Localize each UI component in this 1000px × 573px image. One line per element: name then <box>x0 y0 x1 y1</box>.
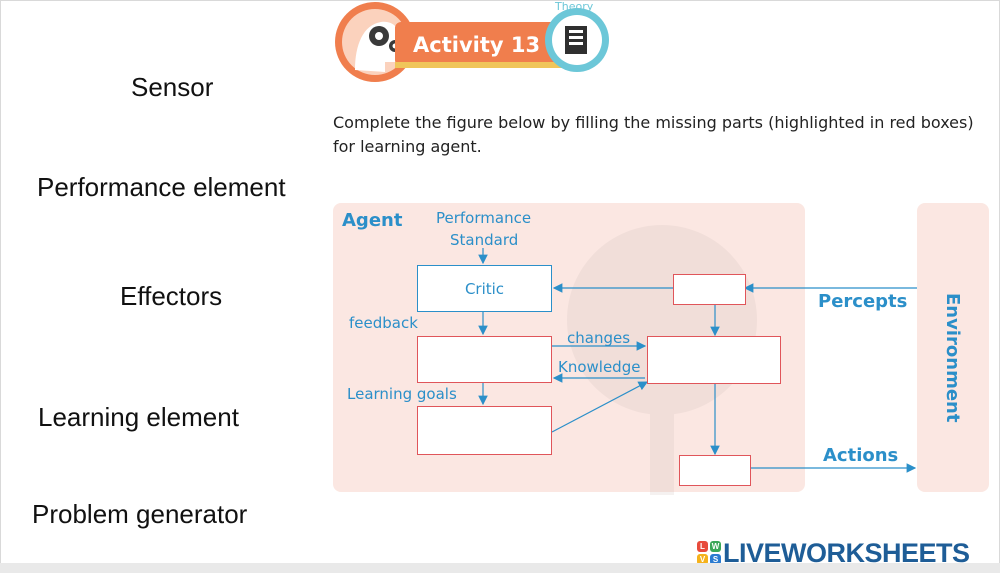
environment-label-wrap: Environment <box>942 293 963 422</box>
drop-box-sensor[interactable] <box>673 274 746 305</box>
actions-label: Actions <box>823 445 899 466</box>
liveworksheets-logo: L W V S LIVEWORKSHEETS <box>697 537 970 569</box>
drop-box-performance-element[interactable] <box>647 336 781 384</box>
critic-box: Critic <box>417 265 552 312</box>
drag-word-performance-element[interactable]: Performance element <box>37 172 286 202</box>
critic-label: Critic <box>464 279 505 298</box>
theory-tag: Theory <box>554 0 594 13</box>
knowledge-label: Knowledge <box>558 358 641 376</box>
drag-word-problem-generator[interactable]: Problem generator <box>32 499 248 529</box>
logo-text: LIVEWORKSHEETS <box>723 537 970 568</box>
drag-word-effectors[interactable]: Effectors <box>120 281 223 311</box>
book-icon <box>565 26 587 54</box>
performance-standard-line2: Standard <box>450 231 519 249</box>
instruction-text: Complete the figure below by filling the… <box>333 113 974 156</box>
activity-banner: Activity 13 Theory <box>333 0 613 84</box>
changes-label: changes <box>567 329 631 347</box>
drop-box-learning-element[interactable] <box>417 336 552 383</box>
banner-graphic: Activity 13 Theory <box>335 0 609 82</box>
bottom-scroll-strip <box>0 563 1000 573</box>
drag-word-learning-element[interactable]: Learning element <box>38 402 239 432</box>
learning-goals-label: Learning goals <box>347 385 457 403</box>
agent-label: Agent <box>342 210 403 231</box>
environment-label: Environment <box>942 293 963 423</box>
activity-title: Activity 13 <box>413 33 540 57</box>
drop-box-effectors[interactable] <box>679 455 751 486</box>
performance-standard-line1: Performance <box>436 209 532 227</box>
percepts-label: Percepts <box>818 291 908 312</box>
drop-box-problem-generator[interactable] <box>417 406 552 455</box>
environment-panel <box>917 203 989 492</box>
learning-agent-diagram: Agent Performance Standard Critic feedba… <box>332 200 992 495</box>
logo-mark-icon: L W V S <box>697 541 721 565</box>
drag-word-sensor[interactable]: Sensor <box>131 72 214 102</box>
feedback-label: feedback <box>349 314 418 332</box>
